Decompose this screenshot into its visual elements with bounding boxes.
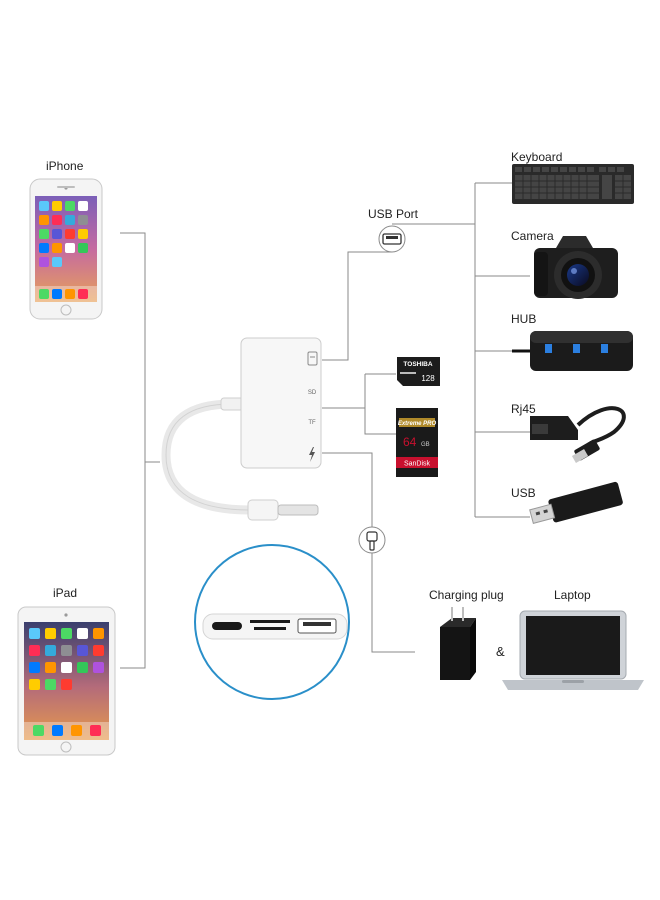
adapter-tf-mark: TF — [308, 420, 316, 426]
connection-lines — [120, 182, 530, 669]
lightning-plug — [247, 499, 319, 521]
iphone-app-icons — [35, 201, 97, 302]
lightning-port-icon — [309, 447, 315, 462]
sd-card: Extreme PRO 64 GB SanDisk — [396, 408, 438, 477]
ports-callout — [194, 544, 350, 700]
microsd-capacity: 128 — [421, 374, 435, 383]
tf-slot — [254, 627, 286, 630]
microsd-card: TOSHIBA 128 — [397, 357, 440, 386]
lightning-charge-icon — [358, 526, 386, 554]
rj45-device — [530, 406, 626, 463]
usb-stick-device — [529, 481, 623, 525]
sd-line: Extreme PRO — [398, 421, 437, 427]
iphone-connector-line — [120, 232, 146, 462]
ampersand-label: & — [496, 644, 505, 659]
camera-label: Camera — [511, 229, 554, 243]
ipad-app-icons — [24, 628, 109, 740]
ipad-connector-line — [120, 462, 146, 669]
lightning-slot — [212, 622, 242, 630]
iphone-device — [29, 178, 103, 320]
laptop-label: Laptop — [554, 588, 591, 602]
usb-port-label: USB Port — [368, 207, 419, 221]
camera-device — [534, 236, 618, 299]
iphone-label: iPhone — [46, 159, 84, 173]
hub-device — [512, 331, 633, 371]
usb-label: USB — [511, 486, 536, 500]
adapter-cable — [161, 397, 255, 515]
sd-slot — [250, 620, 290, 623]
microsd-brand: TOSHIBA — [403, 361, 432, 368]
sd-unit: GB — [421, 442, 430, 448]
hub-label: HUB — [511, 312, 537, 326]
ipad-device — [17, 606, 116, 756]
keyboard-device — [512, 164, 634, 204]
adapter-body: SD TF — [240, 337, 322, 469]
usb-port-line — [322, 251, 392, 361]
sd-brand: SanDisk — [404, 461, 431, 468]
ipad-label: iPad — [53, 586, 78, 600]
rj45-label: Rj45 — [511, 402, 536, 416]
laptop-device — [502, 610, 644, 690]
keyboard-label: Keyboard — [511, 150, 563, 164]
usb-port-icon — [378, 225, 406, 253]
sd-line — [364, 408, 396, 435]
microsd-line — [364, 373, 396, 408]
charging-plug-label: Charging plug — [429, 588, 504, 602]
sd-capacity: 64 — [403, 435, 417, 449]
adapter-sd-mark: SD — [308, 390, 317, 396]
charging-plug-device — [440, 607, 476, 680]
